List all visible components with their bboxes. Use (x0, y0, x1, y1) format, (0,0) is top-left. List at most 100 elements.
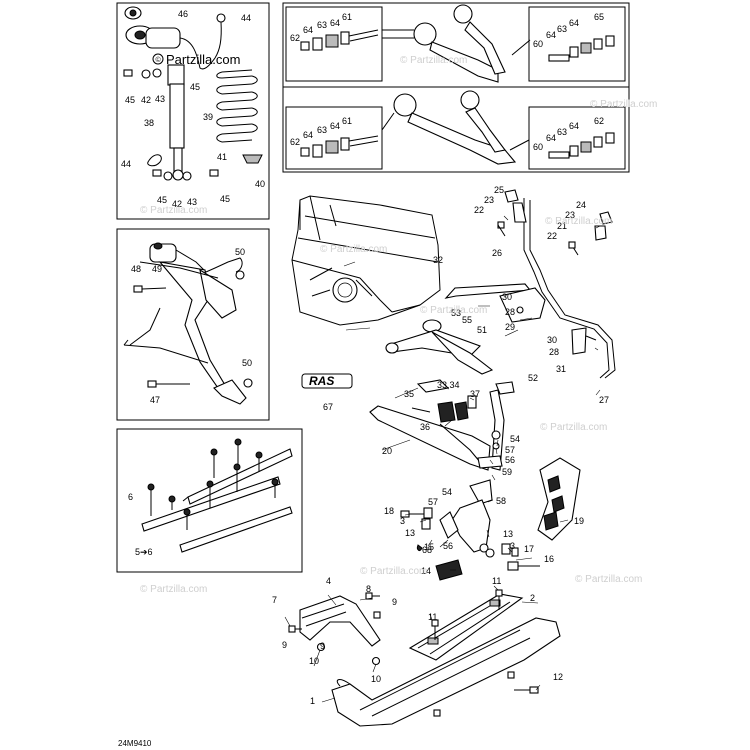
callout-8: 8 (366, 584, 371, 594)
watermark-faint: © Partzilla.com (590, 99, 657, 110)
callout-42: 42 (141, 95, 151, 105)
watermark-faint: © Partzilla.com (400, 55, 467, 66)
callout-56: 56 (505, 455, 515, 465)
ski (331, 617, 561, 727)
a-arm-upper (382, 4, 531, 83)
callout-20: 20 (382, 446, 392, 456)
callout-11: 11 (428, 612, 437, 622)
ski-leg-bumper (537, 457, 581, 541)
callout-19: 19 (574, 516, 584, 526)
watermark-faint: © Partzilla.com (420, 305, 487, 316)
callout-9: 9 (320, 641, 325, 651)
callout-28: 28 (505, 307, 515, 317)
callout-56: 56 (443, 541, 453, 551)
callout-18: 18 (384, 506, 394, 516)
callout-15: 15 (424, 542, 434, 552)
callout-2: 2 (530, 593, 535, 603)
watermark-faint: © Partzilla.com (140, 205, 207, 216)
callout-65: 65 (594, 12, 604, 22)
callout-46: 46 (178, 9, 188, 19)
callout-40: 40 (255, 179, 265, 189)
callout-63: 63 (317, 20, 327, 30)
callout-49: 49 (152, 264, 162, 274)
carbide-runners-box (116, 428, 303, 573)
callout-57: 57 (428, 497, 438, 507)
callout-43: 43 (155, 94, 165, 104)
callout-53: 53 (451, 308, 461, 318)
callout-37: 37 (470, 389, 480, 399)
spring-retainer (242, 154, 263, 164)
ras-shock-install-box (116, 228, 270, 421)
sway-bar-links-left (497, 189, 527, 237)
callout-63: 63 (557, 24, 567, 34)
watermark-brand: Partzilla.com (166, 52, 240, 67)
carbide-runner-lower (141, 463, 293, 553)
callout-45: 45 (157, 195, 167, 205)
callout-27: 27 (599, 395, 609, 405)
bushing-kit-top-left (300, 29, 379, 51)
callout-54: 54 (510, 434, 520, 444)
callout-45: 45 (190, 82, 200, 92)
callout-5-to-6: 5➔6 (135, 547, 153, 557)
a-arm-lower (381, 90, 530, 165)
callout-3: 3 (400, 516, 405, 526)
callout-10: 10 (371, 674, 381, 684)
callout-22: 22 (474, 205, 484, 215)
watermark-faint: © Partzilla.com (320, 244, 387, 255)
callout-64: 64 (546, 133, 556, 143)
sway-bar (444, 198, 616, 379)
callout-68: 68 (422, 545, 432, 555)
callout-52: 52 (528, 373, 538, 383)
callout-3: 3 (510, 541, 515, 551)
callout-43: 43 (187, 197, 197, 207)
sway-bar-links-right (568, 211, 613, 256)
ski-wear-bar-plate (408, 593, 524, 661)
callout-47: 47 (150, 395, 160, 405)
lower-a-arm (369, 389, 505, 471)
sway-bar-bracket (499, 287, 597, 355)
callout-17: 17 (524, 544, 534, 554)
watermark-faint: © Partzilla.com (540, 422, 607, 433)
watermark-faint: © Partzilla.com (140, 584, 207, 595)
callout-58: 58 (496, 496, 506, 506)
callout-63: 63 (557, 127, 567, 137)
drawing-code: 24M9410 (118, 739, 152, 748)
callout-60: 60 (533, 39, 543, 49)
svg-text:©: © (156, 56, 162, 64)
callout-64: 64 (303, 25, 313, 35)
callout-45: 45 (125, 95, 135, 105)
callout-28: 28 (549, 347, 559, 357)
callout-6: 6 (128, 492, 133, 502)
callout-9: 9 (392, 597, 397, 607)
callout-61: 61 (342, 116, 352, 126)
callout-50: 50 (235, 247, 245, 257)
callout-30: 30 (502, 292, 512, 302)
callout-50: 50 (242, 358, 252, 368)
bushing-kit-top-right (548, 35, 615, 62)
callout-61: 61 (342, 12, 352, 22)
callout-26: 26 (492, 248, 502, 258)
bushing-kit-bottom-left (300, 135, 379, 158)
callout-39: 39 (203, 112, 213, 122)
callout-64: 64 (330, 18, 340, 28)
shock-reservoir (124, 6, 226, 70)
carbide-runner-upper (182, 438, 293, 505)
callout-42: 42 (172, 199, 182, 209)
callout-24: 24 (576, 200, 586, 210)
callout-33-34: 33,34 (437, 380, 460, 390)
callout-41: 41 (217, 152, 227, 162)
callout-64: 64 (546, 30, 556, 40)
chassis-frame (291, 195, 441, 326)
callout-31: 31 (556, 364, 566, 374)
ski-mount-hardware (431, 589, 539, 694)
callout-45: 45 (220, 194, 230, 204)
ras-logo: RAS (301, 373, 353, 389)
ski-stopper (435, 559, 463, 581)
callout-16: 16 (544, 554, 554, 564)
callout-38: 38 (144, 118, 154, 128)
callout-64: 64 (303, 130, 313, 140)
callout-62: 62 (594, 116, 604, 126)
callout-64: 64 (569, 121, 579, 131)
spindle (439, 479, 495, 558)
